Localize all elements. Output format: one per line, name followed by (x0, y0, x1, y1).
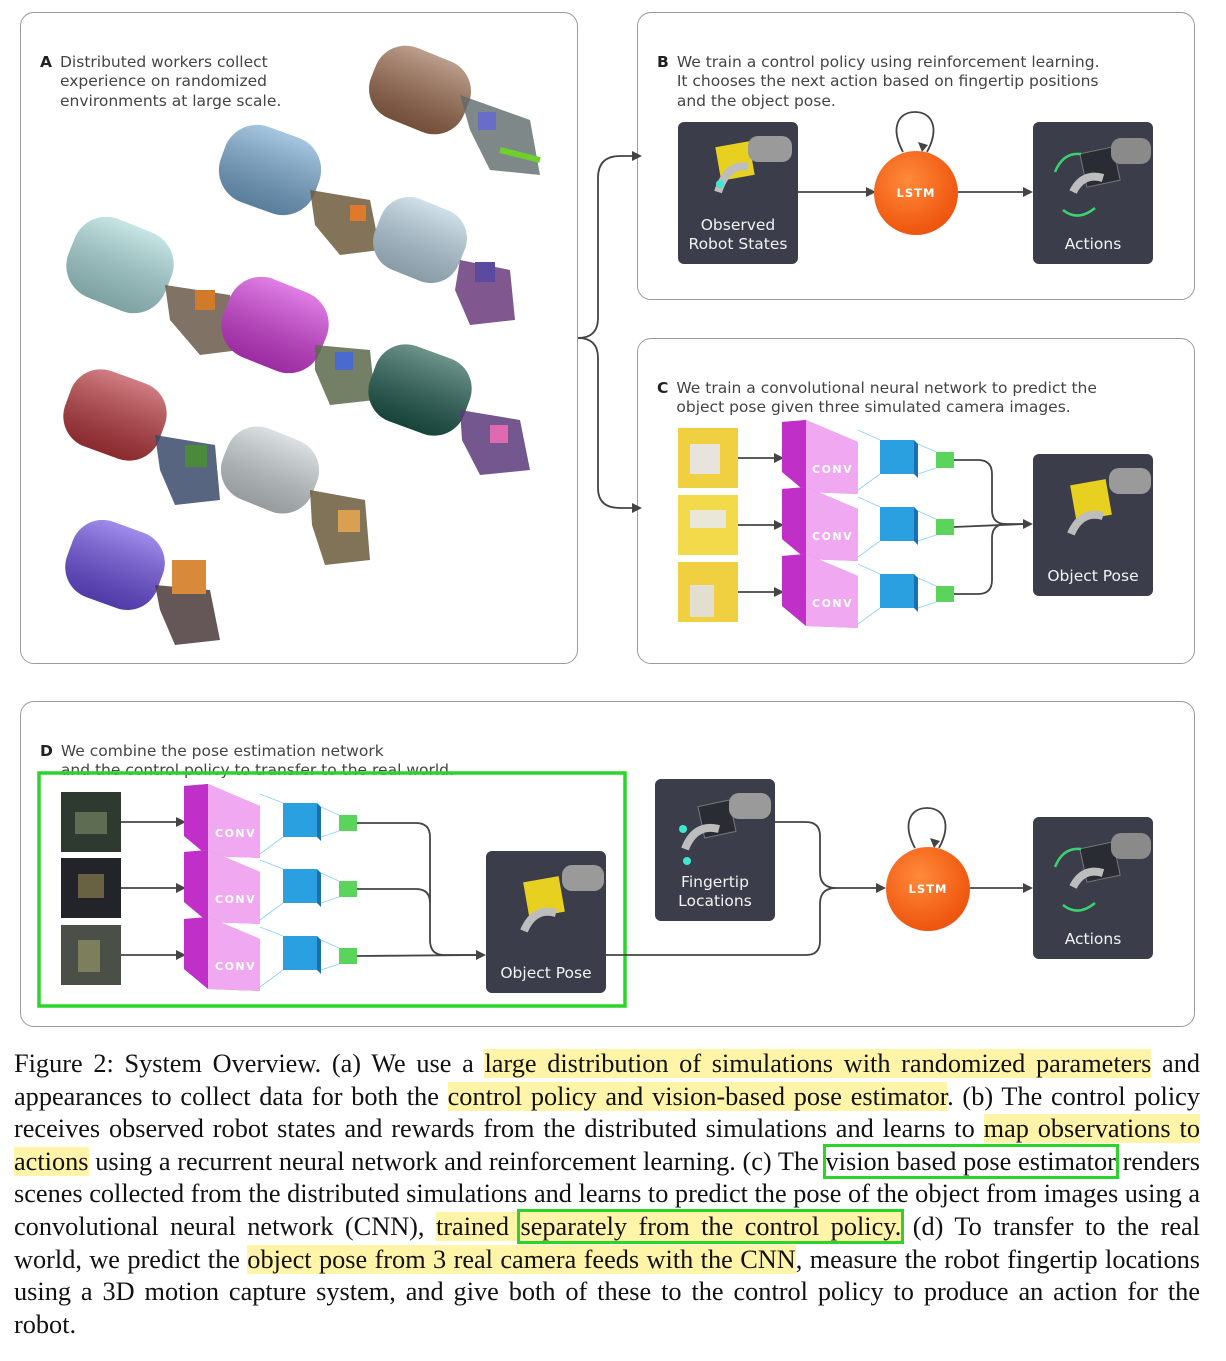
panel-d-conv-blocks (184, 784, 260, 991)
robot-hand-actions-icon (1053, 138, 1151, 217)
panel-c-description: C We train a convolutional neural network… (657, 359, 1177, 418)
caption-highlight-1: large distribution of simulations with r… (484, 1049, 1152, 1078)
actions-label-d: Actions (1064, 930, 1122, 948)
panel-c-dense-layers (857, 429, 954, 625)
conv-label-d1: CONV (215, 827, 257, 840)
robot-arm-cyan (66, 216, 240, 355)
observed-robot-states-label: Observed Robot States (688, 216, 788, 253)
actions-label-b: Actions (1064, 235, 1122, 253)
panel-c-camera-images (678, 428, 738, 622)
panel-a-description: A Distributed workers collect experience … (40, 33, 340, 111)
panel-d-to-lstm-lines (606, 807, 1024, 956)
panel-d-merge-lines (356, 822, 479, 957)
robot-arm-light-blue (373, 196, 515, 325)
observed-robot-states-box: Observed Robot States (678, 122, 798, 264)
object-pose-label-d: Object Pose (500, 964, 592, 982)
robot-arm-blue (218, 124, 380, 255)
fingertip-locations-label: Fingertip Locations (678, 873, 752, 910)
fingertip-hand-icon (679, 793, 771, 865)
object-pose-cube-icon-d (520, 865, 604, 933)
arrowhead-lstm-to-actions (1023, 187, 1033, 197)
arrowhead-c2 (774, 520, 784, 530)
caption-green-box-1: vision based pose estimator (822, 1143, 1119, 1179)
caption-highlight-6: object pose from 3 real camera feeds wit… (247, 1244, 796, 1274)
caption-highlight-5a: trained (435, 1211, 521, 1241)
object-pose-box-c: Object Pose (1033, 454, 1153, 596)
arrowhead-c3 (774, 587, 784, 597)
panel-d-camera-images (61, 792, 121, 985)
lstm-recurrent-loop (895, 111, 935, 153)
caption-text-1: Figure 2: System Overview. (a) We use a (14, 1049, 485, 1078)
robot-hand-actions-icon-d (1053, 833, 1151, 912)
panel-b-letter: B (657, 52, 669, 71)
lstm-loop-arrowhead (918, 142, 928, 152)
actions-box-d: Actions (1033, 817, 1153, 959)
conv-label-c2: CONV (812, 530, 854, 543)
caption-text-7: , measure the robot fingertip locations … (14, 1244, 1200, 1339)
conv-label-d2: CONV (215, 893, 257, 906)
robot-arm-dark-teal (368, 344, 530, 475)
arrowhead-to-b (632, 151, 642, 161)
arrowhead-c1 (774, 453, 784, 463)
panel-a-text: Distributed workers collect experience o… (60, 52, 282, 110)
figure-caption: Figure 2: System Overview. (a) We use a … (14, 1048, 1200, 1341)
caption-green-box-2: separately from the control policy. (517, 1208, 905, 1244)
caption-text-6: (d) To transfer to the real world, we pr… (14, 1211, 1200, 1274)
conv-label-c1: CONV (812, 463, 854, 476)
object-pose-box-d: Object Pose (486, 851, 606, 993)
robot-arm-silver (220, 426, 370, 565)
conv-label-d3: CONV (215, 960, 257, 973)
panel-c-letter: C (657, 378, 669, 397)
panel-c-conv-blocks (782, 420, 858, 628)
robot-arm-brown (369, 45, 541, 175)
caption-text-5: renders scenes collected from the distri… (14, 1146, 1200, 1241)
object-pose-cube-icon (1067, 468, 1151, 536)
arrowhead-states-to-lstm (866, 187, 876, 197)
fingertip-locations-box: Fingertip Locations (655, 779, 775, 921)
robot-arm-magenta (221, 276, 375, 405)
arrowhead-to-c (632, 503, 642, 513)
panel-d-dense-layers (259, 793, 357, 988)
panel-c-image-arrows (738, 457, 776, 593)
robot-arm-purple (65, 520, 220, 645)
arrowhead-c-to-pose (1023, 519, 1033, 529)
caption-text-2: and appearances to collect data for both… (14, 1049, 1200, 1111)
panel-c-text: We train a convolutional neural network … (676, 378, 1097, 417)
robot-arm-red (63, 369, 220, 505)
robot-hand-icon (714, 136, 792, 194)
panel-c-merge-lines (953, 459, 1025, 595)
brace-connector (577, 155, 640, 509)
panel-d-image-arrows (121, 821, 178, 956)
green-highlight-box (37, 771, 627, 1008)
conv-label-c3: CONV (812, 597, 854, 610)
caption-text-4: using a recurrent neural network and rei… (88, 1146, 826, 1176)
caption-highlight-2: control policy and vision-based pose est… (447, 1081, 948, 1111)
panel-b-description: B We train a control policy using reinfor… (657, 33, 1177, 111)
panel-d-letter: D (40, 741, 53, 760)
actions-box-b: Actions (1033, 122, 1153, 264)
object-pose-label-c: Object Pose (1047, 567, 1139, 585)
lstm-node-d: LSTM (886, 847, 970, 931)
lstm-node-b: LSTM (874, 151, 958, 235)
panel-a-letter: A (40, 52, 52, 71)
panel-b-text: We train a control policy using reinforc… (676, 52, 1100, 110)
caption-text-3: . (b) The control policy receives observ… (14, 1081, 1200, 1144)
